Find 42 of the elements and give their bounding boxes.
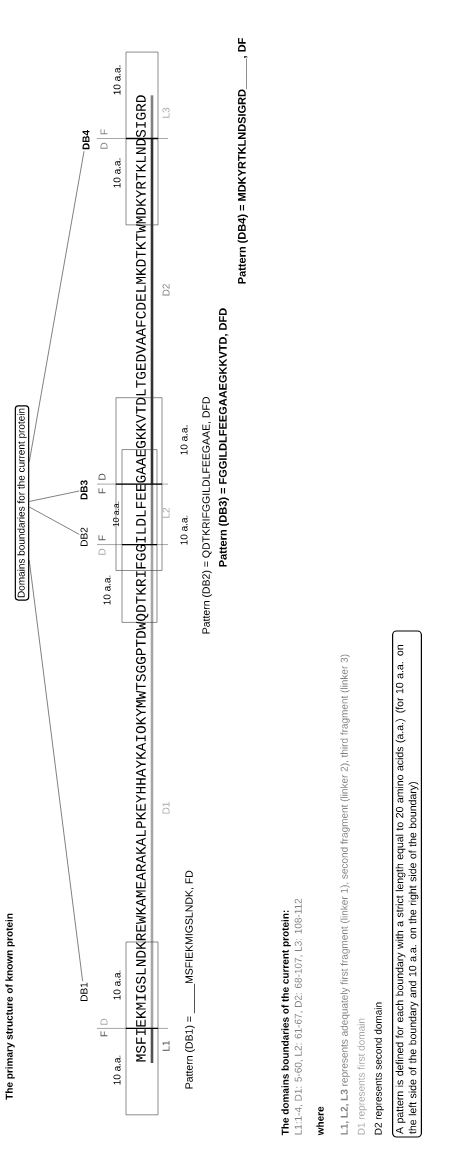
note-text: L1, L2, L3 represents adequately first fragment (linker 1), second fragment (linker 2), third fragment (linker 3) bbox=[340, 654, 350, 1135]
window-size-label: 10 a.a. bbox=[113, 65, 121, 95]
boundary-name: DB4 bbox=[82, 130, 90, 150]
boundary-letter: F bbox=[98, 488, 106, 494]
segment-label: D2 bbox=[162, 284, 170, 296]
boundary-letter: F bbox=[100, 129, 108, 135]
title: The primary structure of known protein bbox=[5, 913, 15, 1100]
boundary-name: DB3 bbox=[80, 480, 88, 500]
segment-label: L3 bbox=[162, 107, 170, 118]
window-size-label: 10 a.a. bbox=[113, 1055, 121, 1085]
boundary-letter: F bbox=[100, 1031, 108, 1037]
heading-text: The domains boundaries of the current protein: bbox=[281, 910, 291, 1136]
connector-line bbox=[29, 506, 80, 535]
boundary-letter: F bbox=[98, 535, 106, 541]
pattern-text: Pattern (DB2) = QDTKRIFGGILDLFEEGAAE, DFD bbox=[202, 397, 212, 634]
pattern-text: Pattern (DB4) = MDKYRTKLNDSIGRD_____, DF bbox=[237, 38, 248, 284]
window-size-label: 10 a.a. bbox=[180, 515, 188, 545]
connector-line bbox=[29, 490, 80, 502]
pattern-text: Pattern (DB3) = FGGILDLFEEGAAEGKKVTD, DFD bbox=[218, 308, 229, 567]
window-size-label: 10 a.a. bbox=[113, 970, 121, 1000]
pattern-text: Pattern (DB1) = _____MSFIEKMIGSLNDK, FD bbox=[185, 870, 195, 1089]
window-size-label: 10 a.a. bbox=[113, 158, 121, 188]
note-box: A pattern is defined for each boundary with a strict length equal to 20 amino acids (a.a.) (for 10 a.a. on the left side of the boundary and 10 a.a. on the right side of the boundary) bbox=[392, 630, 422, 1138]
boundary-name: DB2 bbox=[80, 527, 88, 546]
segment-label: L2 bbox=[162, 507, 170, 518]
callout-box: Domains boundaries for the current protein bbox=[14, 405, 30, 601]
boundary-letter: D bbox=[100, 142, 108, 149]
segment-label: L1 bbox=[162, 1040, 170, 1051]
connector-line bbox=[29, 150, 85, 463]
boundary-letter: D bbox=[98, 473, 106, 480]
window-size-label: 10 a.a. bbox=[103, 575, 111, 605]
boundary-letter: D bbox=[100, 1018, 108, 1025]
boundary-list-text: L1:1-4, D1: 5-60, L2: 61-67, D2: 68-107, L3: 108-112 bbox=[294, 898, 303, 1135]
sequence-text: MSFIEKMIGSLNDKREWKAMEARAKALPKEYHHAYKAIOKYMWTSGGPTDWQDTKRIFGGILDLFEEGAAEGKKVTDLTGEDVAAFCDELMKDTKTWMDKYRTKLNDSIGRD bbox=[136, 95, 149, 1062]
segment-label: D1 bbox=[162, 802, 170, 814]
note-text: D1 represents first domain bbox=[357, 1018, 367, 1135]
boundary-name: DB1 bbox=[80, 982, 88, 1001]
boundary-letter: D bbox=[98, 548, 106, 555]
connector-line bbox=[29, 560, 83, 982]
window-size-label: 10 a.a. bbox=[180, 425, 188, 455]
window-size-label: 10 a.a. bbox=[113, 501, 119, 527]
heading-text: where bbox=[316, 1106, 324, 1136]
